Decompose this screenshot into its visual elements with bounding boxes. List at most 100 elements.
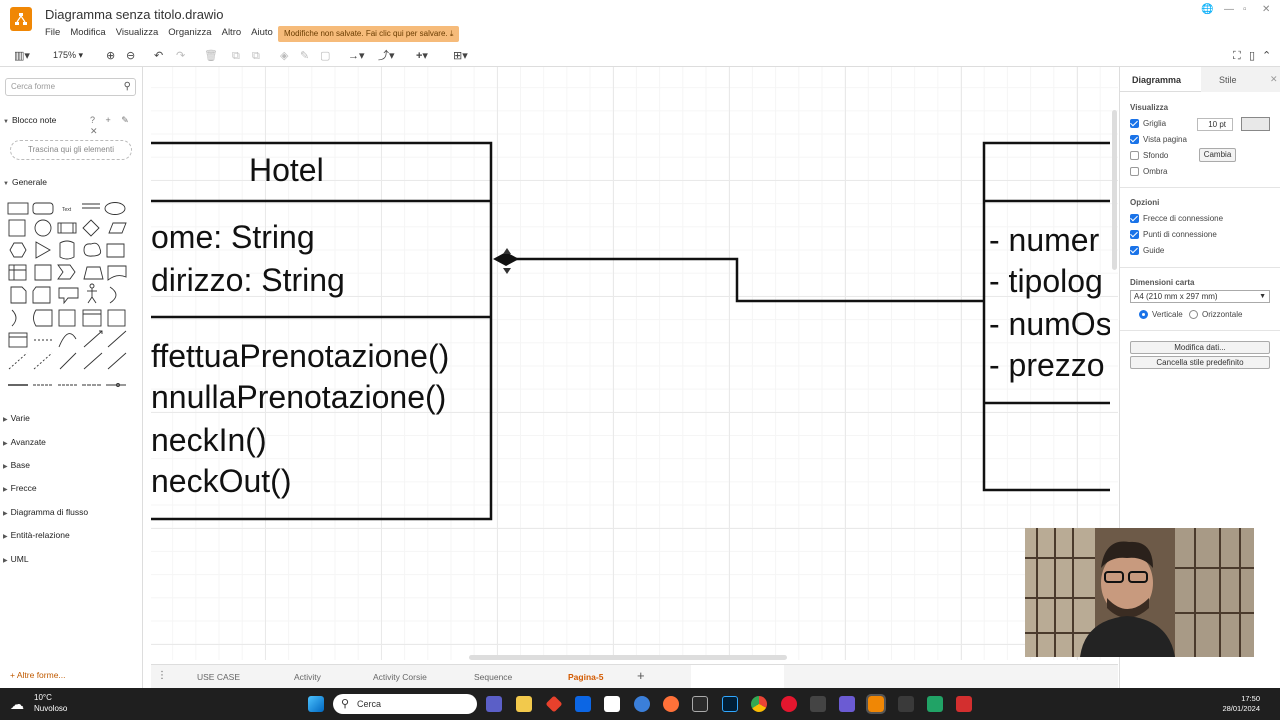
- tab-pagina-5[interactable]: Pagina-5: [568, 672, 604, 682]
- chrome-icon[interactable]: [751, 696, 767, 712]
- grid-size-input[interactable]: 10 pt: [1197, 118, 1233, 131]
- section-flowchart[interactable]: ▶Diagramma di flusso: [3, 507, 88, 517]
- page-view-checkbox[interactable]: Vista pagina: [1130, 135, 1187, 144]
- connection-points-checkbox[interactable]: Punti di connessione: [1130, 230, 1217, 239]
- hotel-class[interactable]: [151, 141, 493, 521]
- minimize-button[interactable]: —: [1224, 4, 1234, 15]
- room-attribute[interactable]: - prezzo: [989, 347, 1105, 383]
- close-icon[interactable]: ✕: [1270, 74, 1278, 84]
- hotel-attribute[interactable]: ome: String: [151, 219, 315, 255]
- zoom-out-icon[interactable]: ⊖: [126, 50, 136, 62]
- app-icon[interactable]: [810, 696, 826, 712]
- pages-menu-icon[interactable]: ⋮: [157, 670, 167, 681]
- app-icon[interactable]: [781, 696, 797, 712]
- scratchpad-dropzone[interactable]: Trascina qui gli elementi: [10, 140, 132, 160]
- drawio-taskbar-icon[interactable]: [866, 694, 886, 714]
- room-attribute[interactable]: - numer: [989, 222, 1100, 258]
- app-icon[interactable]: [545, 695, 563, 713]
- tab-diagram[interactable]: Diagramma: [1132, 75, 1182, 85]
- tab-style[interactable]: Stile✕: [1201, 67, 1280, 92]
- panel-toggle-icon[interactable]: ▥▾: [14, 50, 30, 62]
- horizontal-scrollbar[interactable]: [469, 655, 787, 660]
- change-background-button[interactable]: Cambia: [1199, 148, 1236, 162]
- association-edge[interactable]: [506, 257, 984, 303]
- delete-icon[interactable]: 🗑: [204, 50, 218, 62]
- room-class[interactable]: [982, 141, 1110, 492]
- grid-color-button[interactable]: [1241, 117, 1270, 131]
- splitter[interactable]: [143, 67, 151, 660]
- menu-file[interactable]: File: [45, 27, 61, 38]
- taskbar-search[interactable]: ⚲Cerca: [333, 694, 477, 714]
- tab-use-case[interactable]: USE CASE: [197, 672, 240, 682]
- globe-icon[interactable]: 🌐: [1201, 4, 1214, 15]
- menu-view[interactable]: Visualizza: [115, 27, 159, 38]
- resize-handle-icon[interactable]: [503, 248, 511, 274]
- menu-help[interactable]: Aiuto: [251, 27, 273, 38]
- scratchpad-header[interactable]: ▼Blocco note: [3, 115, 56, 125]
- app-icon[interactable]: [956, 696, 972, 712]
- to-front-icon[interactable]: ⧉: [232, 50, 240, 62]
- guides-checkbox[interactable]: Guide: [1130, 246, 1164, 255]
- photoshop-icon[interactable]: [722, 696, 738, 712]
- hotel-class-title[interactable]: Hotel: [249, 152, 324, 188]
- undo-icon[interactable]: ↶: [154, 50, 164, 62]
- app-icon[interactable]: [634, 696, 650, 712]
- section-advanced[interactable]: ▶Avanzate: [3, 437, 46, 447]
- portrait-radio[interactable]: Verticale: [1139, 310, 1183, 319]
- hotel-method[interactable]: ffettuaPrenotazione(): [151, 338, 450, 374]
- section-basic[interactable]: ▶Base: [3, 460, 30, 470]
- document-title[interactable]: Diagramma senza titolo.drawio: [45, 7, 224, 22]
- clear-default-style-button[interactable]: Cancella stile predefinito: [1130, 356, 1270, 369]
- menu-arrange[interactable]: Organizza: [168, 27, 212, 38]
- tab-activity-corsie[interactable]: Activity Corsie: [373, 672, 427, 682]
- firefox-icon[interactable]: [663, 696, 679, 712]
- grid-checkbox[interactable]: Griglia: [1130, 119, 1166, 128]
- teams-icon[interactable]: [486, 696, 502, 712]
- system-clock[interactable]: 17:50 28/01/2024: [1222, 694, 1260, 714]
- search-icon[interactable]: ⚲: [123, 81, 131, 92]
- edit-data-button[interactable]: Modifica dati...: [1130, 341, 1270, 354]
- trello-icon[interactable]: [575, 696, 591, 712]
- hotel-method[interactable]: nnullaPrenotazione(): [151, 379, 447, 415]
- waypoints-icon[interactable]: ⤴▾: [378, 50, 395, 62]
- insert-icon[interactable]: +▾: [416, 50, 428, 62]
- line-color-icon[interactable]: ✎: [300, 50, 310, 62]
- table-icon[interactable]: ⊞▾: [453, 50, 468, 62]
- diagram-canvas[interactable]: Hotel ome: String dirizzo: String ffettu…: [151, 67, 1118, 660]
- app-icon[interactable]: [839, 696, 855, 712]
- fill-color-icon[interactable]: ◈: [280, 50, 289, 62]
- hotel-method[interactable]: neckIn(): [151, 422, 267, 458]
- background-checkbox[interactable]: Sfondo: [1130, 151, 1168, 160]
- room-attribute[interactable]: - tipolog: [989, 263, 1103, 299]
- shadow-icon[interactable]: ▢: [320, 50, 331, 62]
- fullscreen-icon[interactable]: ⛶: [1233, 50, 1241, 62]
- zoom-select[interactable]: 175% ▾: [53, 50, 84, 60]
- general-header[interactable]: ▼Generale: [3, 177, 47, 187]
- section-misc[interactable]: ▶Varie: [3, 413, 30, 423]
- menu-extras[interactable]: Altro: [221, 27, 242, 38]
- scratchpad-controls[interactable]: ? + ✎ ✕: [90, 115, 133, 136]
- app-icon[interactable]: [692, 696, 708, 712]
- add-page-icon[interactable]: +: [637, 668, 645, 683]
- connection-arrows-checkbox[interactable]: Frecce di connessione: [1130, 214, 1223, 223]
- redo-icon[interactable]: ↷: [176, 50, 186, 62]
- connection-icon[interactable]: →▾: [348, 50, 365, 62]
- app-icon[interactable]: [898, 696, 914, 712]
- file-explorer-icon[interactable]: [516, 696, 532, 712]
- app-icon[interactable]: [927, 696, 943, 712]
- to-back-icon[interactable]: ⧉: [252, 50, 260, 62]
- hotel-attribute[interactable]: dirizzo: String: [151, 262, 345, 298]
- maximize-button[interactable]: ▫: [1243, 4, 1247, 15]
- tab-sequence[interactable]: Sequence: [474, 672, 513, 682]
- menu-edit[interactable]: Modifica: [70, 27, 106, 38]
- room-attribute[interactable]: - numOs: [989, 306, 1110, 342]
- paper-size-select[interactable]: A4 (210 mm x 297 mm)▼: [1130, 290, 1270, 303]
- zoom-in-icon[interactable]: ⊕: [106, 50, 116, 62]
- tab-activity[interactable]: Activity: [294, 672, 321, 682]
- unsaved-changes-button[interactable]: Modifiche non salvate. Fai clic qui per …: [278, 26, 460, 42]
- section-entity-relation[interactable]: ▶Entità-relazione: [3, 530, 70, 540]
- general-shapes-palette[interactable]: Text: [6, 199, 130, 391]
- shape-search-input[interactable]: Cerca forme ⚲: [5, 78, 136, 96]
- typora-icon[interactable]: [604, 696, 620, 712]
- more-shapes-button[interactable]: + Altre forme...: [10, 670, 66, 680]
